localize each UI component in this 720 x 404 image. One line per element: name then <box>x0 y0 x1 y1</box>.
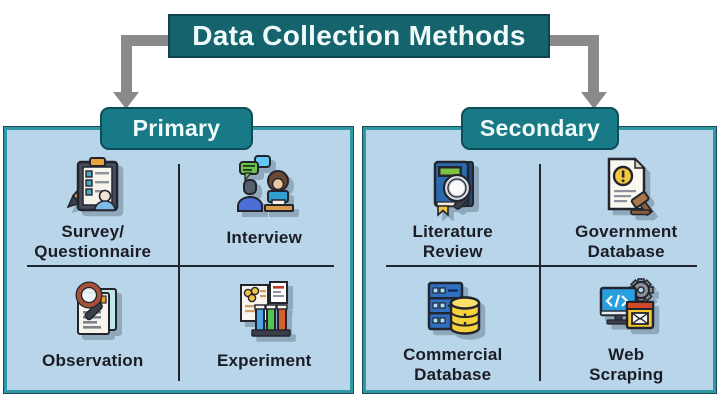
method-cell-experiment: Experiment <box>179 266 351 390</box>
method-label: Observation <box>42 351 144 370</box>
connector-right-horizontal <box>548 35 599 46</box>
method-cell-survey: Survey/ Questionnaire <box>7 130 179 266</box>
method-cell-web-scraping: Web Scraping <box>540 266 714 390</box>
primary-branch-box: Primary <box>100 107 253 150</box>
secondary-branch-label: Secondary <box>479 115 601 141</box>
diagram-title: Data Collection Methods <box>168 14 550 58</box>
primary-branch-label: Primary <box>132 115 221 141</box>
observation-icon <box>61 277 125 341</box>
primary-panel: Survey/ Questionnaire <box>4 127 353 393</box>
survey-questionnaire-icon <box>61 154 125 218</box>
method-label: Literature Review <box>412 222 493 262</box>
secondary-branch-box: Secondary <box>461 107 619 150</box>
arrow-down-right-icon <box>581 92 607 109</box>
method-cell-literature-review: Literature Review <box>366 130 540 266</box>
web-scraping-icon <box>594 277 658 341</box>
secondary-horizontal-divider <box>386 265 697 267</box>
secondary-panel: Literature Review <box>363 127 716 393</box>
literature-review-icon <box>421 154 485 218</box>
primary-horizontal-divider <box>27 265 334 267</box>
primary-vertical-divider <box>177 164 180 381</box>
method-cell-government-database: Government Database <box>540 130 714 266</box>
method-label: Interview <box>226 228 302 247</box>
commercial-database-icon <box>421 277 485 341</box>
interview-icon <box>232 154 296 218</box>
connector-right-vertical <box>588 35 599 93</box>
method-label: Commercial Database <box>403 345 503 385</box>
method-label: Survey/ Questionnaire <box>34 222 152 262</box>
method-label: Experiment <box>216 351 312 370</box>
connector-left-vertical <box>121 35 132 93</box>
connector-left-horizontal <box>121 35 170 46</box>
arrow-down-left-icon <box>113 92 139 109</box>
government-database-icon <box>594 154 658 218</box>
diagram-title-label: Data Collection Methods <box>192 20 526 51</box>
method-label: Government Database <box>575 222 678 262</box>
method-cell-interview: Interview <box>179 130 351 266</box>
secondary-grid: Literature Review <box>366 130 713 390</box>
primary-grid: Survey/ Questionnaire <box>7 130 350 390</box>
experiment-icon <box>232 277 296 341</box>
method-cell-commercial-database: Commercial Database <box>366 266 540 390</box>
secondary-vertical-divider <box>538 164 541 381</box>
method-cell-observation: Observation <box>7 266 179 390</box>
method-label: Web Scraping <box>589 345 664 385</box>
